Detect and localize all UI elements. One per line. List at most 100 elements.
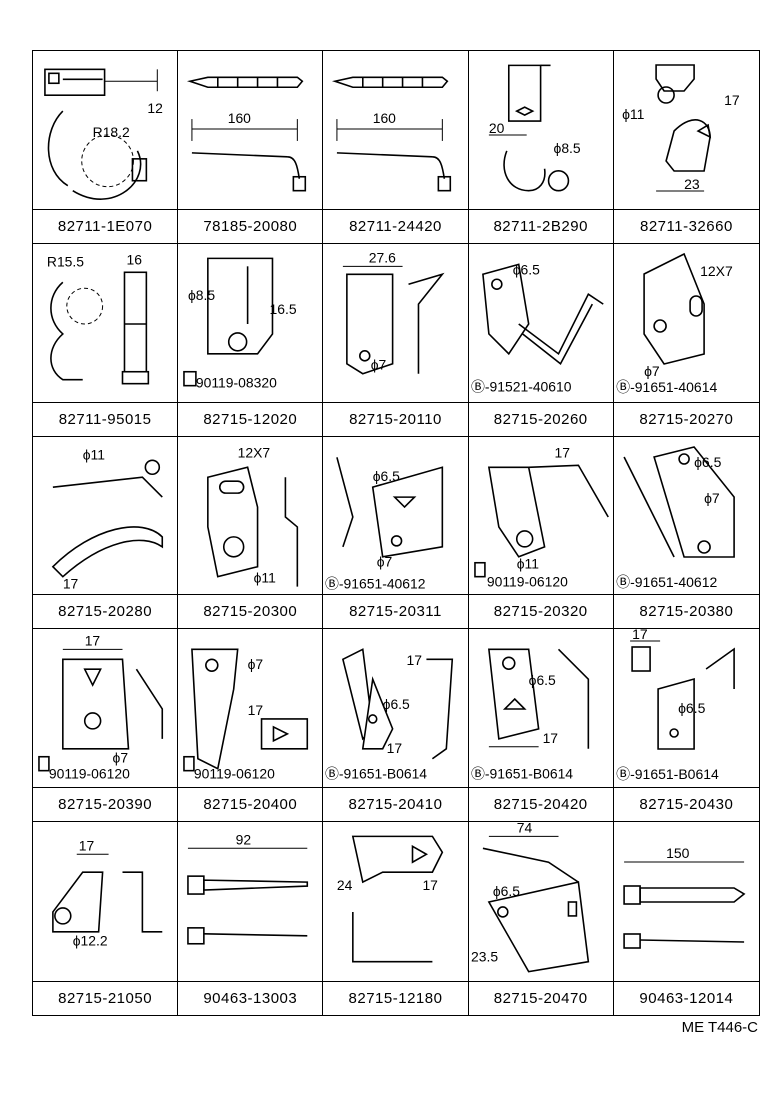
dim-label: ϕ6.5 [492,883,519,899]
bracket-icon: 17 ϕ7 90119-06120 [38,633,164,782]
dim-label: 12X7 [238,444,271,460]
cable-tie-icon: 160 [332,76,452,192]
part-number: 82711-1E070 [33,208,178,243]
dim-label: 74 [516,822,532,835]
wire-clamp-icon: R15.5 16 [47,251,150,385]
dim-label: 17 [387,740,403,756]
bracket-icon: ϕ6.5 Ⓑ-91521-40610 [471,261,604,394]
part-cell: ϕ11 17 23 82711-32660 [613,51,759,244]
dim-label: 160 [228,110,251,126]
dim-label: ϕ7 [113,750,129,766]
part-number: 82715-20311 [323,594,468,628]
part-cell: 24 17 82715-12180 [323,822,469,1015]
bracket-icon: 12X7 ϕ7 Ⓑ-91651-40614 [616,252,733,395]
part-number: 82715-20260 [468,401,613,436]
part-number: 82711-24420 [323,208,468,243]
dim-label: 27.6 [369,249,396,265]
wire-clamp-icon: 12 R18.2 [44,68,163,200]
dim-label: 23 [684,176,700,192]
dim-label: 24 [337,877,353,893]
part-cell: ϕ6.5 Ⓑ-91521-40610 82715-20260 [468,243,614,437]
dim-label: ϕ7 [377,553,393,569]
dim-label: 90119-06120 [486,573,567,589]
part-cell: 92 90463-13003 [178,822,324,1015]
part-cell: ϕ8.5 16.5 90119-08320 82715-12020 [178,243,324,437]
dim-label: ϕ11 [83,446,105,462]
part-number: 82715-20320 [468,594,613,628]
dim-label: 12X7 [700,263,733,279]
dim-label: 16.5 [270,301,297,317]
bracket-icon: ϕ11 17 [51,446,164,591]
part-cell: 74 ϕ6.5 23.5 82715-20470 [468,822,614,1015]
dim-label: 17 [407,653,423,669]
part-number: 82715-20470 [468,981,613,1015]
bracket-icon: 27.6 ϕ7 [343,249,445,375]
dim-label: ϕ6.5 [694,454,722,470]
part-cell: ϕ6.5 ϕ7 Ⓑ-91651-40612 82715-20311 [323,436,469,630]
dim-label: 17 [248,702,264,718]
dim-label: 20 [488,120,504,136]
bracket-clamp-icon: ϕ11 17 23 [622,64,740,192]
dim-label: 90119-06120 [49,766,130,782]
part-cell: 17 ϕ7 90119-06120 82715-20390 [33,629,179,823]
part-cell: 17 ϕ6.5 17 Ⓑ-91651-B0614 82715-20410 [323,629,469,823]
part-number: 82711-32660 [613,208,759,243]
cable-tie-icon: 92 [187,832,309,945]
dim-label: ϕ7 [704,490,720,506]
dim-label: 17 [554,444,570,460]
dim-label: 92 [236,832,252,848]
dim-label: 17 [423,877,439,893]
part-number: 82715-20410 [323,787,468,821]
part-number: 82715-20390 [33,787,178,821]
bracket-icon: 17 ϕ12.2 [52,837,163,949]
bracket-icon: ϕ6.5 ϕ7 Ⓑ-91651-40612 [616,445,735,590]
dim-label: Ⓑ-91521-40610 [471,378,572,394]
bracket-icon: 17 ϕ6.5 17 Ⓑ-91651-B0614 [325,648,454,782]
dim-label: ϕ7 [644,363,660,379]
part-cell: R15.5 16 82711-95015 [33,243,179,437]
part-number: 82711-2B290 [468,208,613,243]
dim-label: ϕ8.5 [188,287,215,303]
reference-code: ME T446-C [681,1019,758,1036]
dim-label: ϕ11 [254,569,276,585]
part-number: 90463-13003 [178,981,323,1015]
dim-label: 12 [147,100,163,116]
bracket-icon: 74 ϕ6.5 23.5 [471,822,589,973]
dim-label: ϕ8.5 [553,140,580,156]
dim-label: ϕ12.2 [73,933,108,949]
dim-label: 17 [542,730,558,746]
dim-label: 150 [666,845,690,861]
part-number: 82715-20300 [178,594,323,628]
bracket-icon: ϕ6.5 ϕ7 Ⓑ-91651-40612 [325,456,444,591]
cable-tie-icon: 160 [187,76,307,192]
dim-label: ϕ6.5 [383,696,410,712]
parts-grid: 12 R18.2 82711-1E070 160 78185-20080 [32,50,760,1016]
dim-label: ϕ7 [371,357,387,373]
bracket-icon: ϕ7 17 90119-06120 [183,648,309,782]
dim-label: ϕ6.5 [528,673,555,689]
part-number: 82715-20280 [33,594,178,628]
part-cell: 27.6 ϕ7 82715-20110 [323,243,469,437]
dim-label: 17 [85,633,101,649]
bracket-icon: 17 ϕ6.5 Ⓑ-91651-B0614 [616,629,735,782]
dim-label: Ⓑ-91651-40612 [325,575,426,591]
part-number: 82715-20270 [613,401,759,436]
part-cell: 150 90463-12014 [613,822,759,1015]
part-number: 82715-12180 [323,981,468,1015]
dim-label: 17 [79,837,95,853]
cable-tie-icon: 150 [623,845,746,949]
dim-label: 90119-06120 [194,766,275,782]
part-number: 82715-20420 [468,787,613,821]
dim-label: Ⓑ-91651-40614 [616,379,717,395]
part-number: 78185-20080 [178,208,323,243]
part-cell: ϕ6.5 ϕ7 Ⓑ-91651-40612 82715-20380 [613,437,759,630]
part-number: 82715-20110 [323,401,468,436]
bracket-icon: ϕ6.5 17 Ⓑ-91651-B0614 [471,648,589,782]
dim-label: Ⓑ-91651-40612 [616,574,717,590]
dim-label: 90119-08320 [196,374,277,390]
bracket-icon: ϕ8.5 16.5 90119-08320 [183,257,297,390]
part-cell: 12X7 ϕ7 Ⓑ-91651-40614 82715-20270 [613,244,759,437]
dim-label: 23.5 [471,949,498,965]
part-cell: 20 ϕ8.5 82711-2B290 [468,51,614,244]
bracket-icon: 24 17 [337,835,444,963]
